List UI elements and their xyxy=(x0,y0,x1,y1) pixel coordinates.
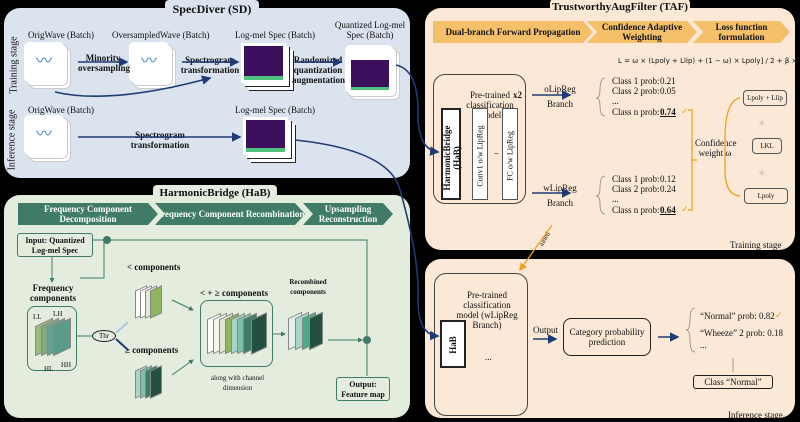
plus-icon: ✧ xyxy=(758,168,766,178)
prob-label: ... xyxy=(612,96,619,106)
logmel-spec-inf xyxy=(243,117,288,155)
prob-value: 0.12 xyxy=(660,174,676,184)
taf-model-label: Pre-trained classification model xyxy=(466,90,514,120)
class-normal-box: Class “Normal” xyxy=(693,375,773,389)
freq-lh: LH xyxy=(53,310,63,318)
block-separator: – xyxy=(494,148,499,158)
taf-title: TrustworthyAugFilter (TAF) xyxy=(550,0,690,17)
inf-model-box xyxy=(434,273,528,416)
prob-value: 0.05 xyxy=(660,86,676,96)
recombined-label: Recombined components xyxy=(289,278,327,296)
origwave-card-inf: 〰 xyxy=(24,115,64,155)
specdiver-panel: SpecDiver (SD) xyxy=(4,0,410,178)
hab-step-upsampling: Upsampling Reconstruction xyxy=(303,203,393,225)
along-channel-label: along with channel dimension xyxy=(210,374,265,392)
origwave-label: OrigWave (Batch) xyxy=(28,30,94,40)
prob-label: Class 1 prob: xyxy=(612,76,660,86)
wlipreg-label: wLipReg xyxy=(543,183,577,193)
check-icon: ✓ xyxy=(681,106,689,116)
prob-label: Class n prob: xyxy=(612,107,660,117)
prob-value-max: 0.74 xyxy=(660,107,676,117)
normal-prob: “Normal” prob: 0.82 xyxy=(700,311,775,321)
taf-hab-block: HarmonicBridge (HaB) xyxy=(441,108,462,200)
prob-value-max: 0.64 xyxy=(660,205,676,215)
taf-step-confidence: Confidence Adaptive Weighting xyxy=(587,21,697,43)
spectrogram-label-train: Spectrogram transformation xyxy=(180,55,240,75)
inf-hab-block: HaB xyxy=(440,320,466,368)
combined-box xyxy=(200,300,273,367)
spectrogram-label-inf: Spectrogram transformation xyxy=(130,130,190,150)
minority-label: Minority oversampling xyxy=(78,53,131,73)
taf-training-panel: TrustworthyAugFilter (TAF) xyxy=(425,0,795,250)
inference-panel xyxy=(425,259,795,418)
plus-icon: ✧ xyxy=(758,118,766,128)
conv-block: Conv1 o/w LipReg xyxy=(472,108,488,200)
specdiver-title: SpecDiver (SD) xyxy=(165,0,259,18)
logmel-spec-train xyxy=(241,43,286,83)
x2-label: x2 xyxy=(513,90,522,100)
inf-dots: ... xyxy=(485,352,492,362)
hab-input-box: Input: Quantized Log-mel Spec xyxy=(17,233,93,257)
inf-ellipsis: ... xyxy=(700,340,707,350)
ge-components-label: ≥ components xyxy=(125,345,179,355)
check-icon: ✓ xyxy=(681,204,689,214)
inf-model-label: Pre-trained classification model (wLipRe… xyxy=(456,290,518,330)
origwave-label-inf: OrigWave (Batch) xyxy=(28,105,94,115)
oversampled-card: 〰 xyxy=(129,42,169,82)
harmonicbridge-title: HarmonicBridge (HaB) xyxy=(153,185,277,203)
quantized-label: Quantized Log-mel Spec (Batch) xyxy=(334,20,406,40)
prob-value: 0.24 xyxy=(660,184,676,194)
olipreg-branch-label: Branch xyxy=(547,99,573,109)
loss-poly: Lpoly xyxy=(744,188,788,204)
origwave-card: 〰 xyxy=(24,42,64,82)
add-node-icon xyxy=(103,236,111,244)
prob-value: 0.21 xyxy=(660,76,676,86)
logmel-label-inf: Log-mel Spec (Batch) xyxy=(235,105,315,115)
add-node-icon xyxy=(363,336,371,344)
wheeze-prob: “Wheeze” 2 prob: 0.18 xyxy=(700,328,783,338)
prob-label: Class 1 prob: xyxy=(612,174,660,184)
freq-components-label: Frequency components xyxy=(29,283,76,303)
freq-ll: LL xyxy=(33,313,42,321)
hab-step-recombination: Frequency Component Recombination xyxy=(155,203,305,225)
randomized-label: Randomized quantization augmentation xyxy=(292,55,346,85)
thr-node: Thr xyxy=(92,330,116,342)
loss-poly-lip: Lpoly + Llip xyxy=(743,90,787,106)
freq-hh: HH xyxy=(61,361,72,369)
quantized-spec xyxy=(345,45,393,93)
wlipreg-branch-label: Branch xyxy=(547,198,573,208)
oversampled-label: OversampledWave (Batch) xyxy=(112,30,210,40)
hab-step-decomposition: Frequency Component Decomposition xyxy=(18,203,158,225)
prob-label: Class 2 prob: xyxy=(612,184,660,194)
olipreg-label: oLipReg xyxy=(544,84,576,94)
prob-label: ... xyxy=(612,194,619,204)
freq-hl: HL xyxy=(44,365,54,373)
confidence-weight-label: Confidence weight ω xyxy=(695,138,737,158)
fc-block: FC o/w LipReg xyxy=(502,108,518,200)
hab-output-box: Output: Feature map xyxy=(336,377,390,401)
inference-stage-taf: Inference stage xyxy=(728,410,783,420)
prob-label: Class n prob: xyxy=(612,205,660,215)
logmel-label-train: Log-mel Spec (Batch) xyxy=(235,30,315,40)
output-label: Output xyxy=(533,325,559,335)
taf-step-dual-branch: Dual-branch Forward Propagation xyxy=(433,21,593,43)
lt-components-label: < components xyxy=(127,262,181,272)
loss-formula: L = ω × (Lpoly + Llip) + (1 − ω) × Lpoly… xyxy=(618,57,800,65)
taf-step-loss: Loss function formulation xyxy=(693,21,790,43)
combined-label: < + ≥ components xyxy=(200,288,268,298)
check-icon: ✓ xyxy=(775,310,783,320)
category-prediction-box: Category probability prediction xyxy=(563,318,651,356)
training-stage-taf: Training stage xyxy=(730,240,782,250)
loss-kl: LKL xyxy=(752,138,782,154)
freq-components-box xyxy=(27,306,77,371)
prob-label: Class 2 prob: xyxy=(612,86,660,96)
taf-model-box xyxy=(433,74,526,204)
